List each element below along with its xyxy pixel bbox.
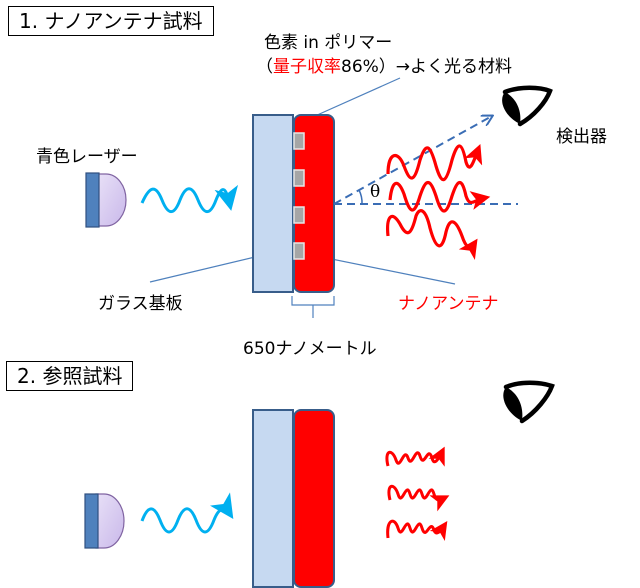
- quantum-yield-value: 86%）→よく光る材料: [341, 57, 513, 77]
- detector-eye-icon-reference: [503, 380, 555, 424]
- quantum-yield-open: （: [256, 57, 273, 77]
- nanoantenna-element: [293, 206, 305, 224]
- thickness-bracket: [291, 296, 335, 318]
- glass-leader-line: [149, 252, 273, 283]
- nanoantenna-label: ナノアンテナ: [398, 294, 499, 314]
- blue-laser-icon: [85, 172, 127, 228]
- dye-leader-line: [314, 77, 401, 117]
- nanoantenna-element: [293, 169, 305, 187]
- detector-eye-icon: [502, 85, 553, 127]
- angle-theta-label: θ: [370, 182, 381, 202]
- polymer-layer-reference: [293, 409, 335, 588]
- blue-laser-icon-reference: [84, 493, 125, 549]
- section1-title: 1. ナノアンテナ試料: [8, 6, 214, 36]
- blue-laser-label: 青色レーザー: [36, 147, 138, 167]
- section2-title: 2. 参照試料: [6, 361, 134, 391]
- quantum-yield-term: 量子収率: [273, 57, 341, 77]
- red-emission-wave-reference: [385, 446, 445, 467]
- nanoantenna-element: [293, 132, 305, 150]
- blue-incident-wave-reference: [140, 492, 234, 534]
- angle-arc: [358, 189, 363, 205]
- red-emission-wave: [386, 209, 478, 260]
- red-emission-wave: [386, 144, 483, 182]
- blue-incident-wave: [140, 184, 239, 214]
- detector-label: 検出器: [556, 127, 607, 147]
- nanoantenna-element: [293, 242, 305, 260]
- glass-substrate-label: ガラス基板: [98, 294, 183, 314]
- red-emission-wave-reference: [386, 519, 448, 541]
- red-emission-wave: [388, 180, 491, 213]
- glass-substrate: [252, 114, 294, 293]
- dye-polymer-label: 色素 in ポリマー: [264, 33, 393, 53]
- angled-dashed-line: [333, 116, 492, 205]
- quantum-yield-label: （量子収率86%）→よく光る材料: [256, 52, 512, 77]
- glass-substrate-reference: [252, 409, 294, 588]
- thickness-label: 650ナノメートル: [243, 339, 377, 359]
- red-emission-wave-reference: [387, 484, 450, 512]
